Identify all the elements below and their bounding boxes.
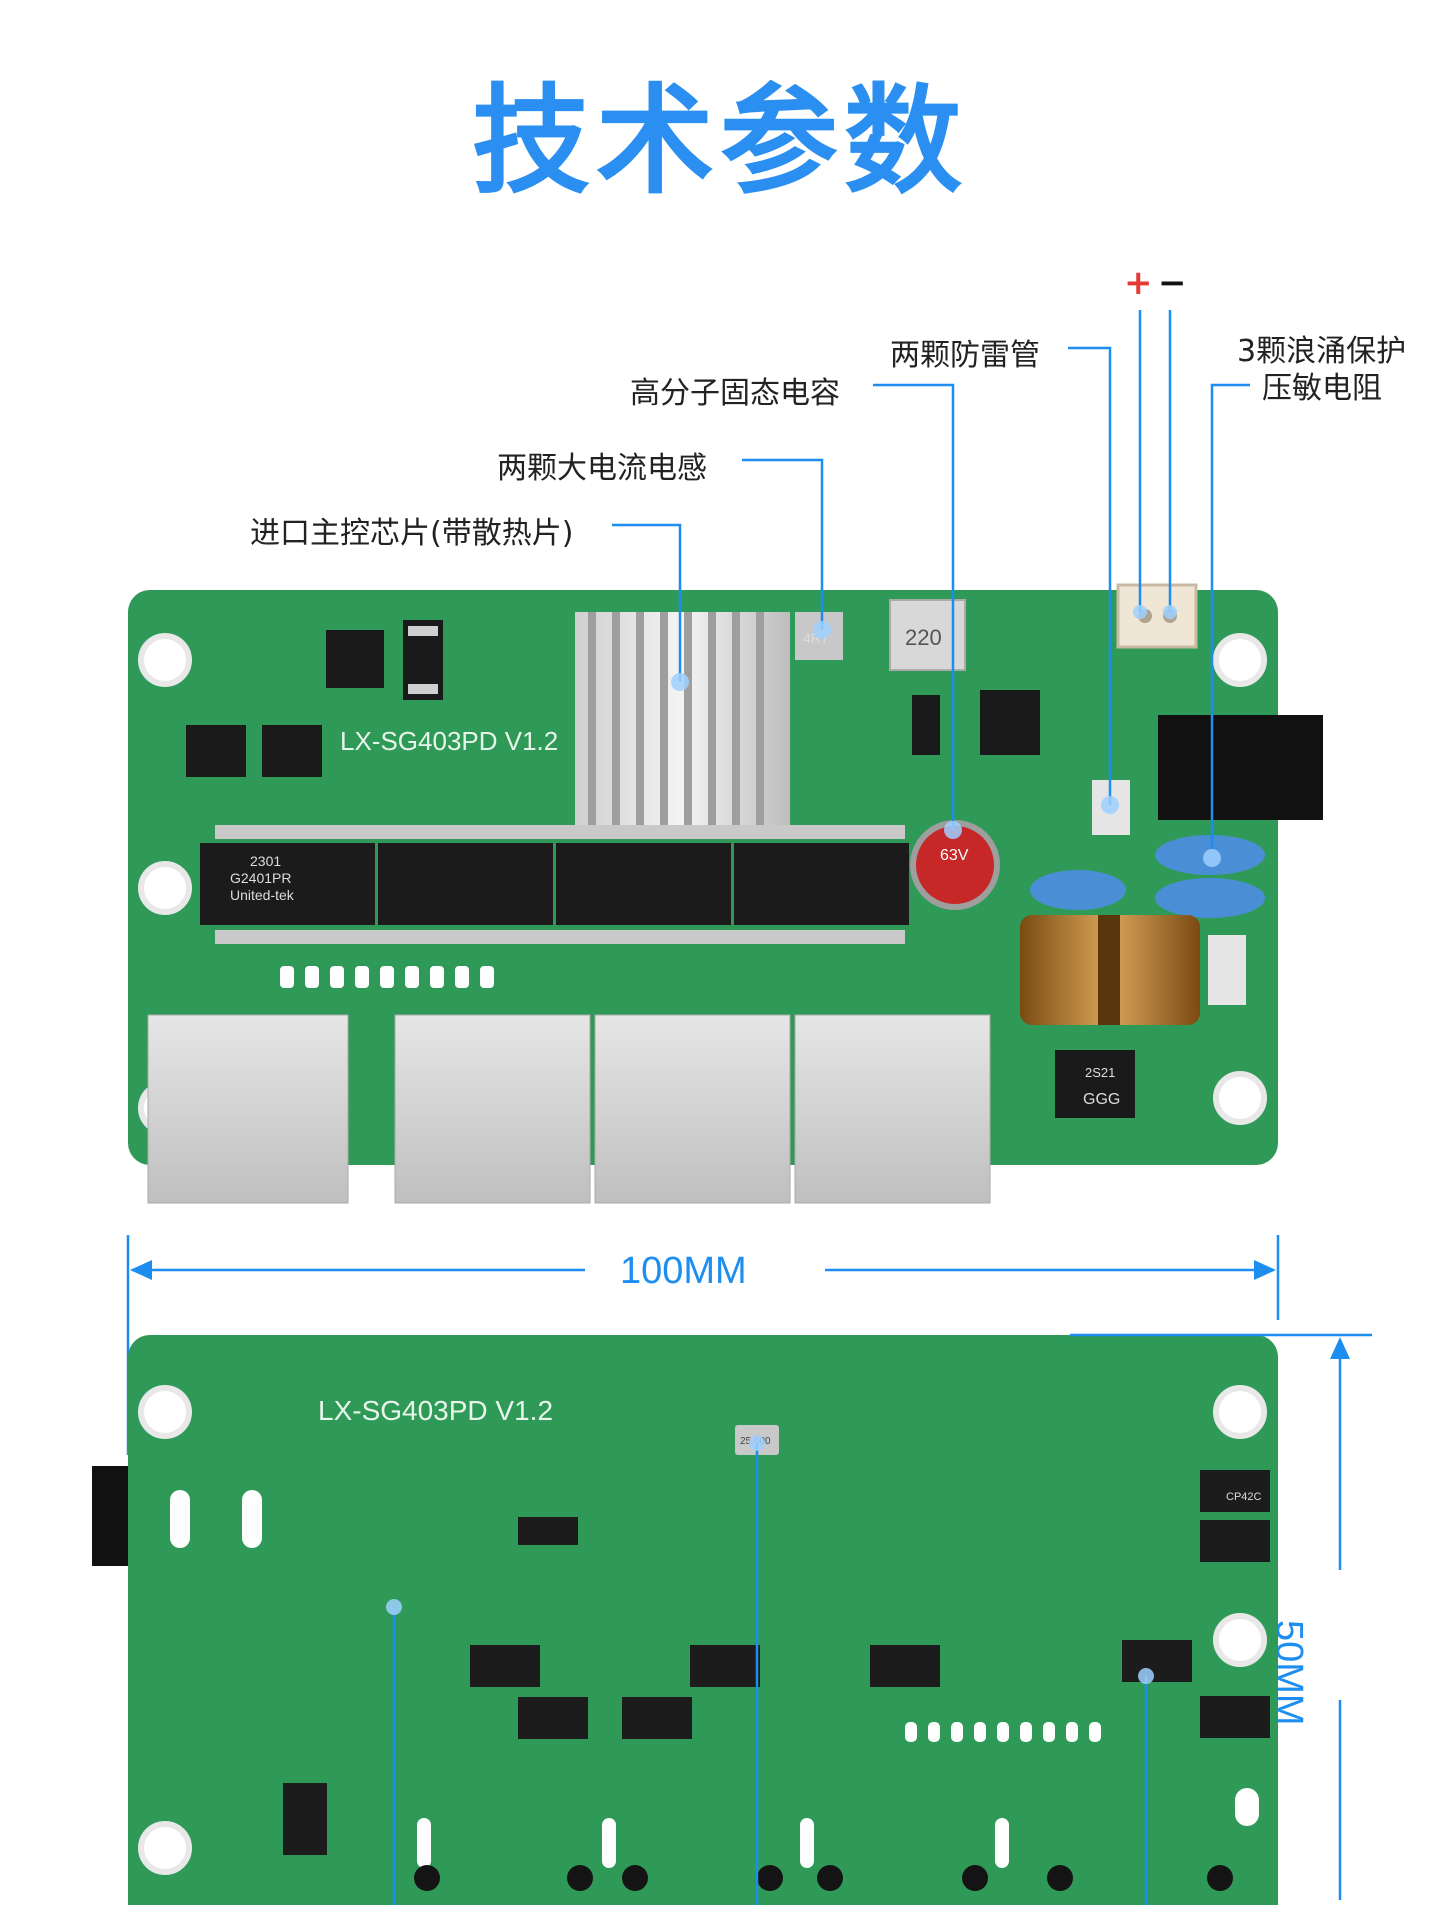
transformer-marking: 2S21 [1085, 1065, 1115, 1080]
bridge-ds [186, 725, 246, 777]
transformer-marking-2: GGG [1083, 1091, 1120, 1108]
dc-jack-bottom [92, 1466, 128, 1566]
bottom-board-model: LX-SG403PD V1.2 [318, 1395, 553, 1426]
polarity-minus: − [1158, 263, 1187, 303]
top-board-model: LX-SG403PD V1.2 [340, 726, 558, 756]
chip-u4 [326, 630, 384, 688]
bottom-chip-marking: CP42C [1226, 1491, 1262, 1503]
callout-controller-chip: 进口主控芯片(带散热片) [250, 516, 574, 551]
mounting-holes-bottom [138, 1385, 1267, 1875]
bottom-callout-leaders [392, 1443, 1148, 1905]
callout-varistors-line1: 3颗浪涌保护 [1237, 334, 1407, 369]
transformer [1055, 1050, 1135, 1118]
callout-inductors: 两颗大电流电感 [497, 451, 707, 486]
magnetics-date: 2301 [250, 853, 281, 869]
callout-varistors-line2: 压敏电阻 [1262, 371, 1382, 406]
polarity-plus: + [1124, 263, 1153, 303]
bridge-ds1 [262, 725, 322, 777]
bottom-chips [283, 1470, 1270, 1855]
bottom-slots [170, 1490, 1259, 1868]
magnetics-model: G2401PR [230, 870, 291, 886]
power-inductor-marking: 220 [905, 625, 942, 650]
bottom-vias [414, 1865, 1233, 1891]
dc-jack [1158, 715, 1323, 820]
bottom-pcb [128, 1335, 1278, 1905]
capacitor-marking: 63V [940, 847, 969, 864]
power-connector [1116, 583, 1198, 649]
lightning-tube-q2 [1208, 935, 1246, 1005]
chip-u2 [980, 690, 1040, 755]
heatsink [575, 612, 790, 837]
callout-leaders [612, 310, 1250, 858]
rj45-ports [147, 1014, 991, 1204]
led-row [280, 966, 494, 988]
callout-lightning-tubes: 两颗防雷管 [890, 338, 1040, 373]
magnetics-row [200, 843, 909, 925]
callout-solid-capacitor: 高分子固态电容 [630, 376, 840, 411]
page-title: 技术参数 [471, 72, 968, 210]
chip-d21 [912, 695, 940, 755]
height-dimension [1070, 1333, 1372, 1900]
magnetics-marking: United-tek [230, 887, 295, 903]
width-dimension-label: 100MM [620, 1250, 747, 1292]
bottom-led-row [905, 1722, 1101, 1742]
